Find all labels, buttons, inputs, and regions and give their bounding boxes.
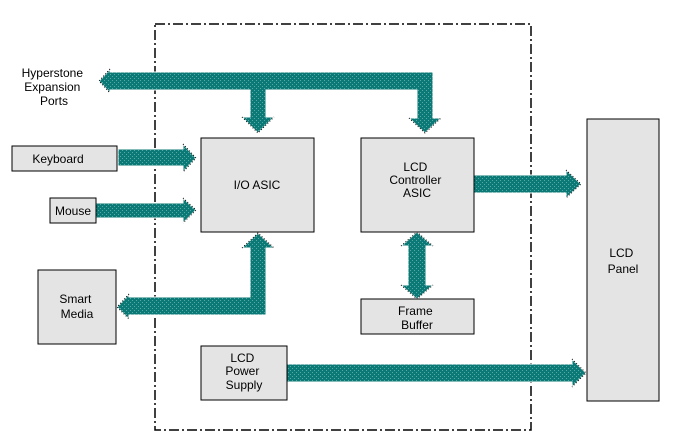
smart-media-label: Smart Media <box>59 292 94 321</box>
lcd-power-box <box>200 345 288 401</box>
frame-buffer-label: Frame Buffer <box>398 304 436 332</box>
lcd-controller-box <box>360 137 475 233</box>
smart-media-bus <box>116 232 276 321</box>
mouse-box <box>49 197 97 224</box>
keyboard-box <box>11 145 118 172</box>
lcd-panel-bus <box>473 168 582 200</box>
lcd-panel-label: LCD Panel <box>608 246 639 276</box>
smart-media-box <box>37 269 117 345</box>
io-asic-label: I/O ASIC <box>234 178 281 192</box>
arrow-dots <box>98 68 587 388</box>
keyboard-bus <box>117 142 197 174</box>
lcd-panel-box <box>586 118 660 402</box>
mouse-label: Mouse <box>55 204 91 218</box>
hyperstone-label: Hyperstone Expansion Ports <box>22 66 87 108</box>
keyboard-label: Keyboard <box>32 152 83 166</box>
board-outline <box>154 23 532 431</box>
expansion-bus <box>98 67 443 134</box>
lcd-controller-label: LCD Controller ASIC <box>389 160 444 200</box>
frame-buffer-box <box>360 298 475 335</box>
buses <box>95 67 587 389</box>
lcd-power-label: LCD Power Supply <box>225 351 262 392</box>
lcd-power-bus <box>286 357 587 389</box>
mouse-bus <box>95 196 197 225</box>
io-asic-box <box>200 137 315 233</box>
